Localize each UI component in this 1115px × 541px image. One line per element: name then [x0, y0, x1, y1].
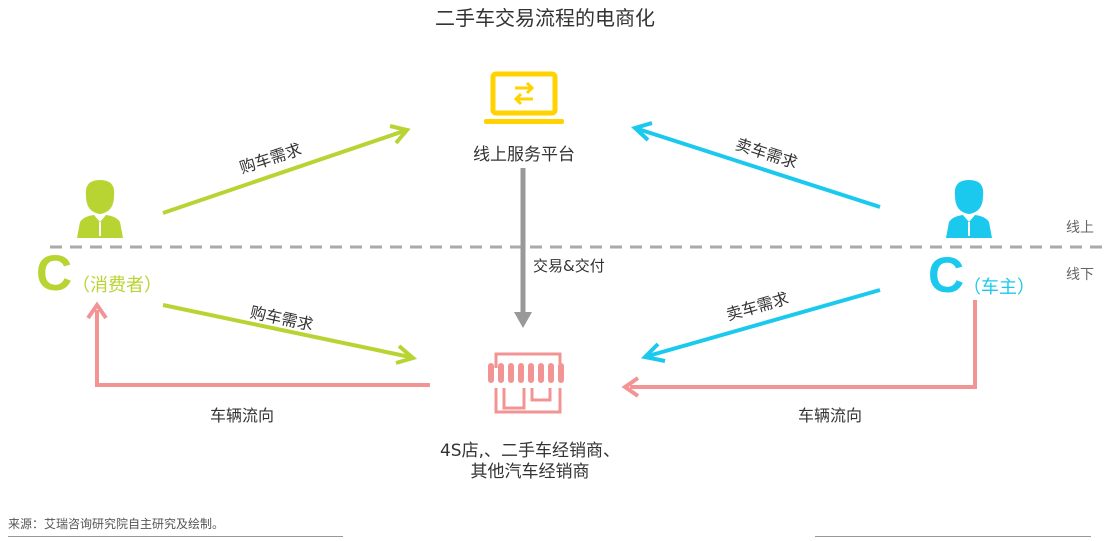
buy-demand-offline-arrow: [162, 303, 418, 365]
platform-label: 线上服务平台: [473, 145, 575, 165]
vehicle-flow-right-arrow: [621, 300, 977, 398]
dealer-label-line1: 4S店,、二手车经销商、: [439, 441, 620, 461]
vehicle-flow-left-label: 车辆流向: [210, 406, 275, 425]
footer-rule-right: [815, 536, 1091, 537]
vehicle-flow-right-label: 车辆流向: [798, 406, 863, 425]
laptop-exchange-icon: [484, 71, 564, 124]
source-note: 来源：艾瑞咨询研究院自主研究及绘制。: [8, 517, 225, 531]
sell-demand-offline-arrow: [640, 288, 881, 363]
transaction-arrow: [514, 168, 532, 328]
footer-rule-left: [8, 536, 343, 537]
consumer-person-icon: [77, 180, 123, 238]
sell-demand-online-arrow: [631, 121, 881, 209]
offline-zone-label: 线下: [1066, 267, 1094, 283]
diagram-title: 二手车交易流程的电商化: [435, 6, 655, 30]
dealer-label-line2: 其他汽车经销商: [470, 462, 590, 482]
vehicle-flow-left-arrow: [86, 301, 430, 387]
buy-demand-online-arrow: [162, 124, 411, 215]
online-zone-label: 线上: [1066, 220, 1094, 236]
owner-person-icon: [946, 180, 992, 238]
transaction-label: 交易&交付: [533, 257, 605, 275]
storefront-icon: [488, 352, 564, 414]
consumer-letter: C: [36, 245, 73, 301]
consumer-role: （消费者）: [72, 275, 162, 296]
owner-letter: C: [928, 247, 965, 303]
owner-role: （车主）: [963, 277, 1035, 298]
